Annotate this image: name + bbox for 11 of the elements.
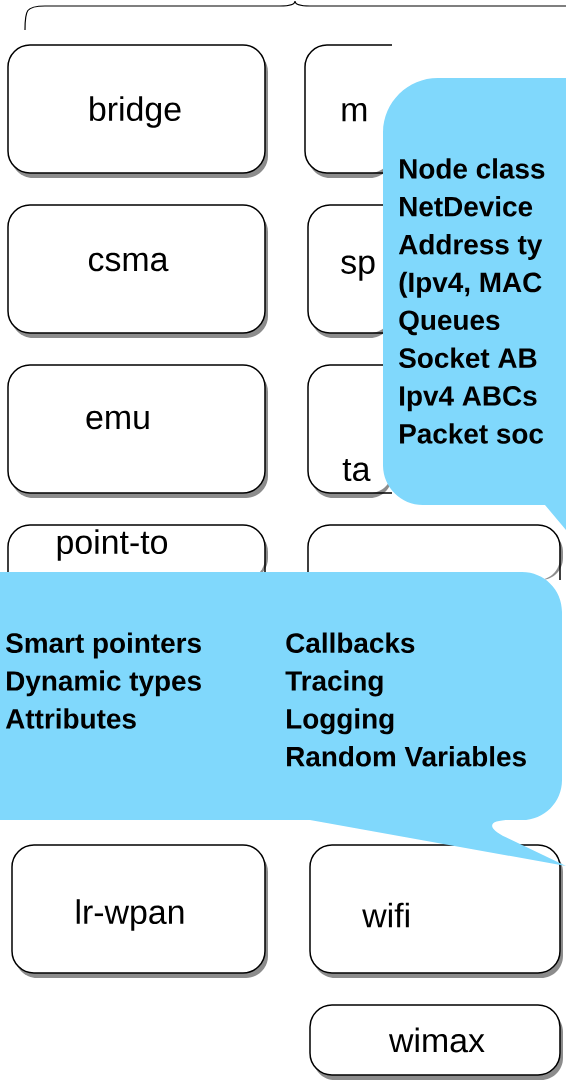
module-box: emu [7, 364, 268, 498]
callout-bubble: Node class NetDevice Address ty (Ipv4, MAC Queues Socket AB Ipv4 ABCs Packet soc [383, 78, 566, 530]
callout-bubble: Smart pointers Callbacks Dynamic types Tracing Attributes Logging Random Variables [0, 572, 566, 866]
module-box: lr-wpan [11, 844, 268, 978]
module-box: wimax [309, 1004, 563, 1080]
module-box: csma [7, 204, 268, 338]
module-box: wifi [309, 844, 563, 978]
module-box: sp [307, 204, 393, 338]
module-box: m [304, 44, 393, 178]
module-box: bridge [7, 44, 268, 178]
module-box: ta [307, 364, 393, 498]
